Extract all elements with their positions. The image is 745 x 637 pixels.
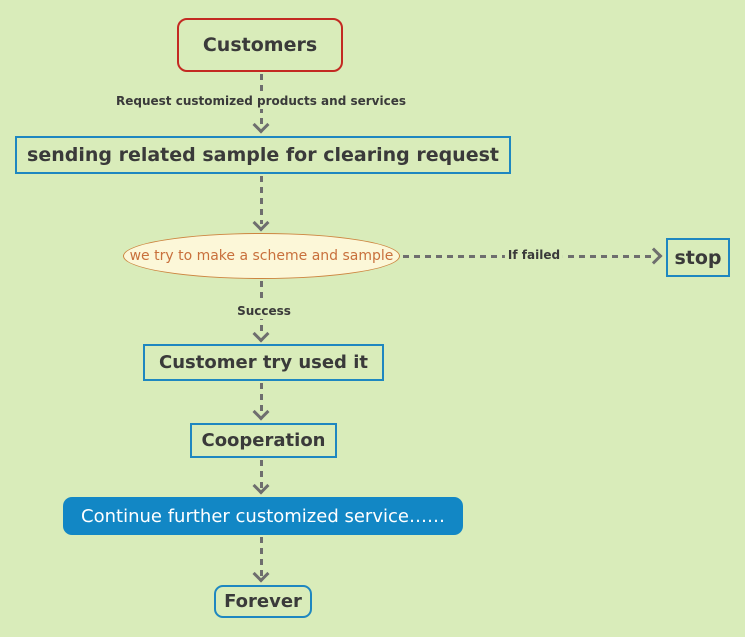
node-forever: Forever xyxy=(214,585,312,618)
edge-customer-try-to-cooperation xyxy=(260,383,263,416)
arrowhead-down-icon xyxy=(252,325,270,343)
edge-continue-to-forever xyxy=(260,537,263,577)
node-cooperation: Cooperation xyxy=(190,423,337,458)
node-stop: stop xyxy=(666,238,730,277)
node-customer-try-used-it: Customer try used it xyxy=(143,344,384,381)
edge-label-success: Success xyxy=(234,303,294,319)
arrowhead-right-icon xyxy=(645,247,663,265)
arrowhead-down-icon xyxy=(252,403,270,421)
node-scheme-and-sample-ellipse: we try to make a scheme and sample xyxy=(123,233,400,279)
edge-sending-to-scheme xyxy=(260,176,263,224)
arrowhead-down-icon xyxy=(252,565,270,583)
edge-cooperation-to-continue xyxy=(260,460,263,490)
edge-label-request: Request customized products and services xyxy=(113,93,409,109)
node-sending-related-sample: sending related sample for clearing requ… xyxy=(15,136,511,174)
node-continue-further-service: Continue further customized service…… xyxy=(63,497,463,535)
node-customers: Customers xyxy=(177,18,343,72)
arrowhead-down-icon xyxy=(252,477,270,495)
arrowhead-down-icon xyxy=(252,116,270,134)
edge-label-if-failed: If failed xyxy=(504,247,564,263)
arrowhead-down-icon xyxy=(252,214,270,232)
